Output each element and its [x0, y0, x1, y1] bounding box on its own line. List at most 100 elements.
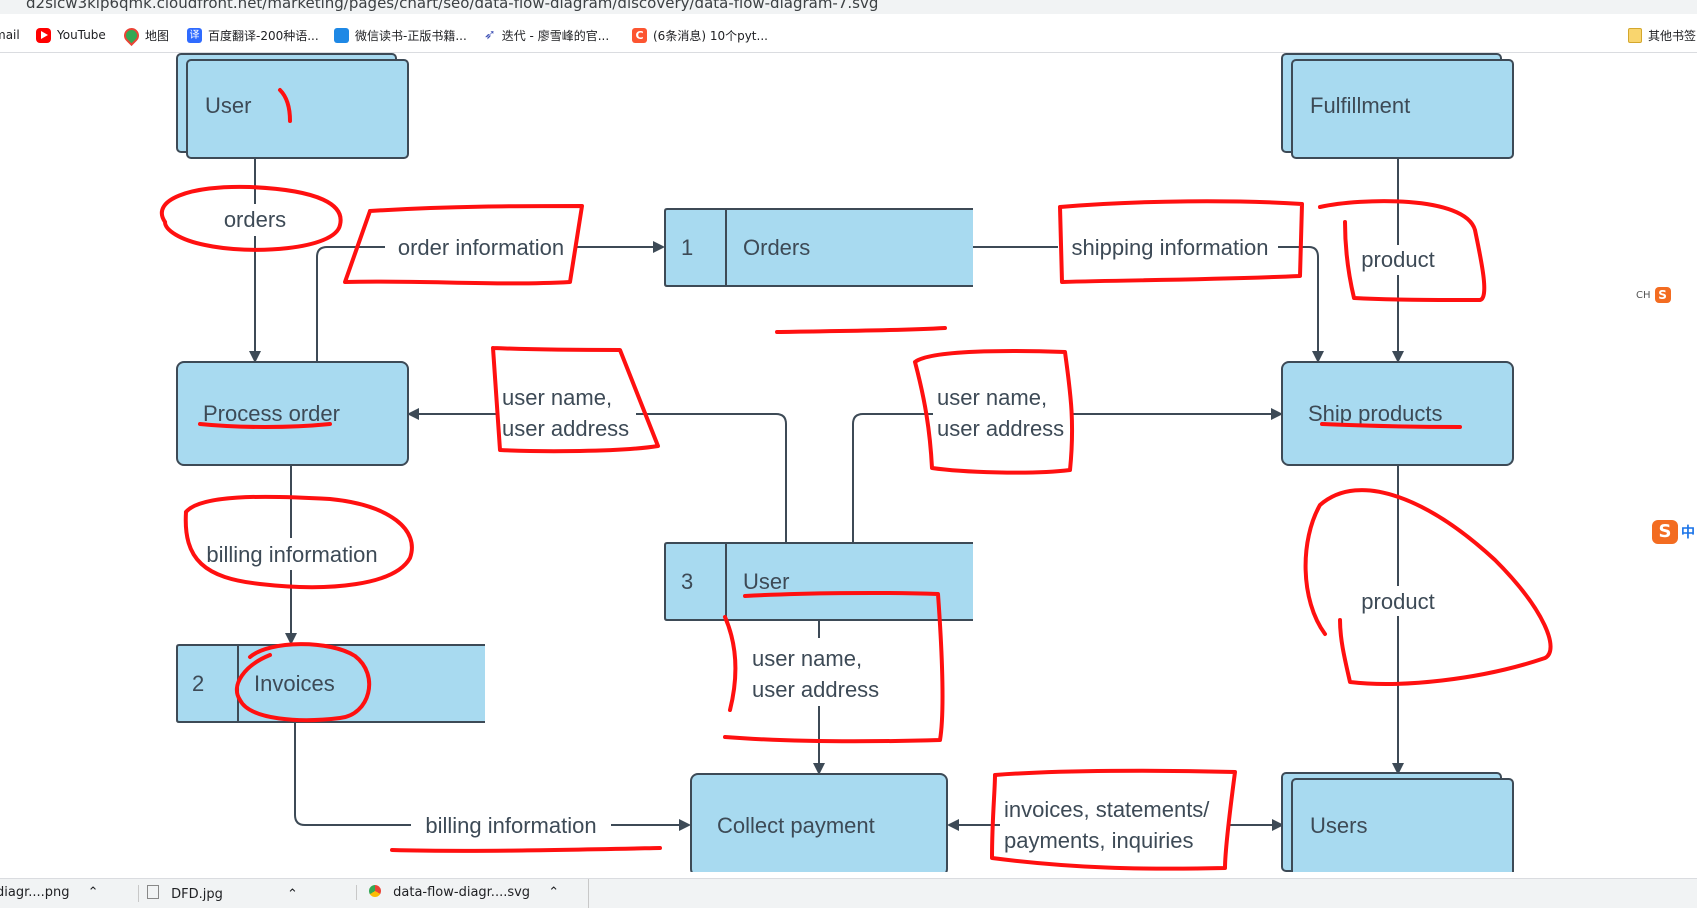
flow-user-store-to-ship-products: [852, 408, 1283, 543]
process-ship-products-label: Ship products: [1308, 401, 1443, 426]
flow-label-user-name-3: user name,: [752, 646, 862, 671]
bookmark-csdn[interactable]: C (6条消息) 10个pyt...: [632, 26, 768, 44]
bookmark-label: 百度翻译-200种语...: [208, 28, 319, 43]
bookmark-maps[interactable]: 地图: [120, 24, 170, 46]
download-shelf: diagr....png ⌃ DFD.jpg ⌃ data-flow-diagr…: [0, 878, 1697, 908]
annotation-box-user-address-2: [913, 349, 1075, 475]
bookmark-label: (6条消息) 10个pyt...: [653, 28, 768, 43]
annotation-box-order-information: [343, 204, 584, 286]
bookmark-label: YouTube: [57, 28, 106, 42]
flow-label-product-top: product: [1361, 247, 1434, 272]
bookmark-other-folder[interactable]: 其他书签: [1628, 26, 1696, 44]
annotation-box-user-address-1: [491, 346, 660, 454]
bookmark-label: mail: [0, 28, 20, 42]
annotation-underline-orders: [775, 326, 947, 334]
bookmark-mail[interactable]: mail: [0, 26, 20, 44]
address-bar[interactable]: d2slcw3kip6qmk.cloudfront.net/marketing/…: [0, 0, 1697, 14]
annotation-box-product-top: [1318, 199, 1487, 302]
entity-fulfillment-label: Fulfillment: [1310, 93, 1410, 118]
bookmark-label: 其他书签: [1648, 28, 1697, 43]
flow-label-order-information: order information: [398, 235, 564, 260]
ime-ch-label: CH: [1636, 289, 1651, 301]
flow-label-user-address-3: user address: [752, 677, 879, 702]
annotation-box-shipping-information: [1058, 199, 1304, 284]
divider: [588, 879, 589, 908]
datastore-invoices-label: Invoices: [254, 671, 335, 696]
flow-labels: orders order information shipping inform…: [190, 204, 1444, 860]
download-item[interactable]: DFD.jpg ⌃: [138, 885, 298, 902]
bookmark-youtube[interactable]: YouTube: [36, 26, 106, 44]
flow-invoices-to-collect-payment: [294, 723, 691, 831]
process-ship-products: Ship products: [1281, 361, 1514, 466]
datastore-orders-label: Orders: [743, 235, 810, 260]
download-item[interactable]: data-flow-diagr....svg ⌃: [356, 885, 559, 900]
flow-label-user-name-2: user name,: [937, 385, 1047, 410]
bookmark-label: 微信读书-正版书籍...: [355, 28, 467, 43]
bookmarks-bar: mail YouTube 地图 译 百度翻译-200种语... 微信读书-正版书…: [0, 14, 1697, 53]
folder-icon: [1628, 27, 1642, 43]
chrome-icon: [369, 885, 381, 897]
bookmark-label: 地图: [145, 28, 170, 43]
translate-icon: 译: [187, 27, 202, 43]
annotation-underline-billing-information: [390, 846, 662, 853]
rocket-icon: ➶: [484, 27, 496, 43]
entity-users-label: Users: [1310, 813, 1367, 838]
csdn-icon: C: [632, 27, 647, 43]
annotation-box-invoices-statements: [990, 768, 1237, 871]
datastore-user-number: 3: [681, 569, 693, 594]
chevron-up-icon[interactable]: ⌃: [548, 885, 560, 900]
flow-label-billing-information-2: billing information: [425, 813, 596, 838]
annotation-underline-ship-products: [1320, 422, 1462, 429]
annotation-box-user-address-3: [723, 590, 945, 744]
flow-order-information: [316, 241, 665, 361]
download-item[interactable]: diagr....png ⌃: [0, 885, 99, 900]
annotation-circle-billing-information: [183, 494, 414, 590]
youtube-icon: [36, 27, 51, 43]
download-item-label: DFD.jpg: [171, 887, 223, 902]
chevron-up-icon[interactable]: ⌃: [287, 887, 298, 902]
url-text[interactable]: d2slcw3kip6qmk.cloudfront.net/marketing/…: [26, 0, 879, 12]
flow-label-shipping-information: shipping information: [1072, 235, 1269, 260]
image-file-icon: [147, 885, 159, 899]
ime-zh-label: 中: [1681, 525, 1695, 541]
datastore-user: 3 User: [664, 542, 973, 621]
process-process-order-label: Process order: [203, 401, 340, 426]
flow-label-invoices-statements: invoices, statements/: [1004, 797, 1210, 822]
entity-users: Users: [1281, 772, 1514, 872]
bookmark-weread[interactable]: 微信读书-正版书籍...: [334, 26, 467, 44]
chevron-up-icon[interactable]: ⌃: [87, 885, 99, 900]
download-item-label: diagr....png: [0, 885, 70, 900]
annotation-underline-process-order: [198, 422, 332, 429]
process-process-order: Process order: [176, 361, 409, 466]
entity-user-label: User: [205, 93, 251, 118]
flow-label-user-address-1: user address: [502, 416, 629, 441]
entity-user: User: [176, 53, 409, 159]
bookmark-liaoxuefeng[interactable]: ➶ 迭代 - 廖雪峰的官...: [484, 26, 609, 44]
annotation-tick: [278, 88, 292, 123]
flow-shipping-information: [973, 246, 1324, 363]
datastore-invoices-number: 2: [192, 671, 204, 696]
entity-fulfillment: Fulfillment: [1281, 53, 1514, 159]
maps-pin-icon: [120, 24, 143, 46]
annotation-circle-orders: [159, 184, 343, 252]
bookmark-label: 迭代 - 廖雪峰的官...: [501, 28, 610, 43]
ime-toolbar-top[interactable]: CH S: [1636, 287, 1671, 303]
flow-label-billing-information-1: billing information: [206, 542, 377, 567]
bookmark-baidu-translate[interactable]: 译 百度翻译-200种语...: [187, 26, 319, 44]
datastore-invoices: 2 Invoices: [176, 644, 485, 723]
weread-icon: [334, 27, 349, 43]
annotation-circle-invoices: [234, 642, 372, 723]
annotation-circle-product-mid: [1303, 488, 1553, 686]
download-item-label: data-flow-diagr....svg: [393, 885, 531, 900]
flow-label-payments-inquiries: payments, inquiries: [1004, 828, 1194, 853]
data-flow-diagram: User Fulfillment Users Process order Shi…: [159, 53, 1553, 872]
flow-label-user-name-1: user name,: [502, 385, 612, 410]
sogou-icon: S: [1654, 287, 1671, 303]
datastore-user-label: User: [743, 569, 789, 594]
flow-label-user-address-2: user address: [937, 416, 1064, 441]
datastore-orders: 1 Orders: [664, 208, 973, 287]
process-collect-payment: Collect payment: [690, 773, 948, 872]
flow-label-product-mid: product: [1361, 589, 1434, 614]
ime-toolbar-bottom[interactable]: S 中: [1652, 520, 1695, 544]
process-collect-payment-label: Collect payment: [717, 813, 875, 838]
